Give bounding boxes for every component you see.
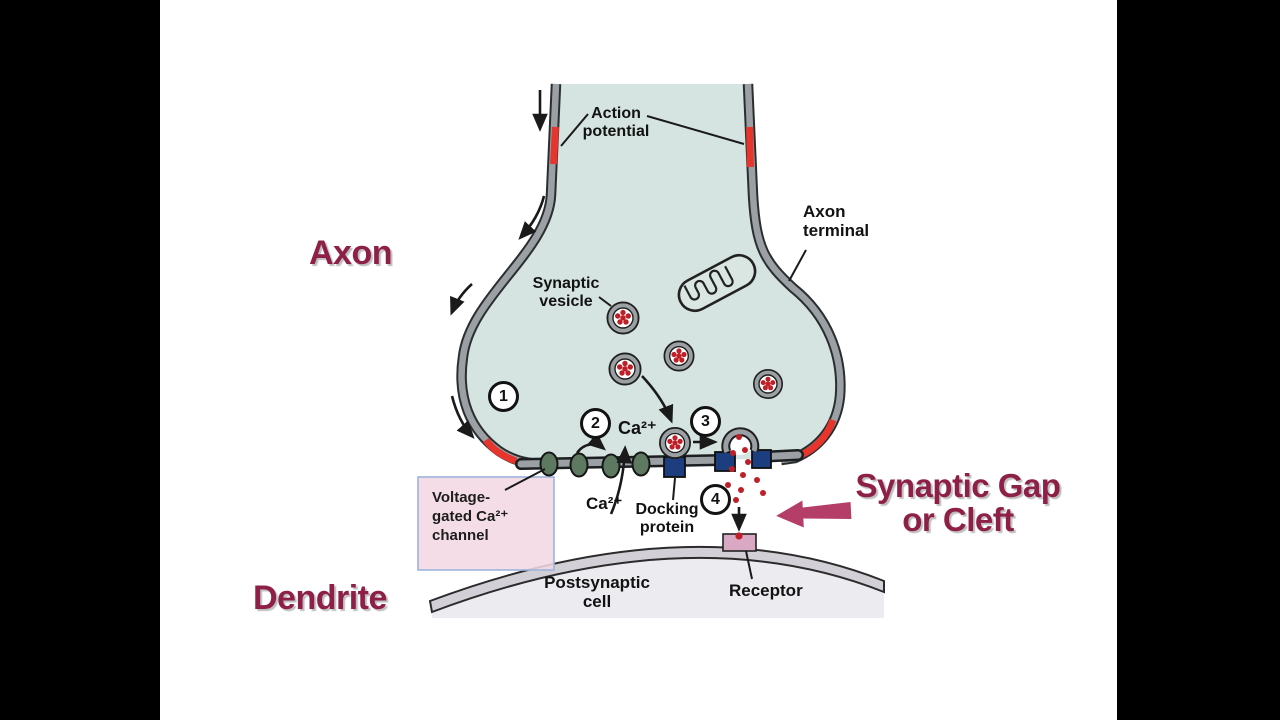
synaptic-vesicle-label: Synaptic vesicle	[532, 275, 600, 310]
dendrite-label: Dendrite	[253, 579, 387, 617]
synaptic-vesicles	[606, 301, 783, 459]
docking-proteins	[663, 449, 772, 478]
impulse-arrow-4	[450, 395, 475, 439]
axon-terminal-label: Axon terminal	[803, 202, 870, 240]
receptor-protein	[722, 532, 757, 552]
action-potential-label: Action potential	[582, 105, 650, 140]
channel-open-arrow	[575, 432, 606, 454]
synaptic-gap-label: Synaptic Gap or Cleft	[855, 467, 1061, 538]
impulse-arrow-3	[450, 283, 473, 316]
vesicle-transport-arrow	[641, 375, 674, 424]
docked-vesicle	[659, 427, 691, 459]
neurotransmitter-dot	[735, 532, 743, 540]
calcium-influx-arrow	[609, 445, 633, 515]
pillarbox-left	[0, 0, 160, 720]
calcium-label-lower: Ca²⁺	[586, 494, 623, 513]
step-3-marker: 3	[690, 406, 721, 437]
postsynaptic-cell-body	[428, 545, 885, 618]
docking-protein-label: Docking protein	[635, 501, 699, 536]
pointer-lines	[504, 113, 807, 580]
pillarbox-right	[1117, 0, 1280, 720]
impulse-arrow-2	[518, 195, 546, 240]
axon-terminal-body	[456, 83, 846, 470]
released-neurotransmitter	[725, 434, 766, 503]
mitochondrion	[677, 253, 757, 313]
step-4-marker: 4	[700, 484, 731, 515]
axon-label: Axon	[309, 234, 393, 272]
flow-arrows	[450, 90, 747, 532]
calcium-label-upper: Ca²⁺	[618, 418, 657, 438]
voltage-channel-callout-box	[417, 476, 555, 571]
voltage-channel-label: Voltage- gated Ca²⁺ channel	[432, 489, 509, 544]
synaptic-gap-arrow-icon	[776, 500, 852, 528]
step-1-marker: 1	[488, 381, 519, 412]
postsynaptic-cell-label: Postsynaptic cell	[544, 573, 650, 611]
receptor-label: Receptor	[729, 581, 803, 600]
action-potential-segments	[483, 126, 837, 465]
step-2-marker: 2	[580, 408, 611, 439]
